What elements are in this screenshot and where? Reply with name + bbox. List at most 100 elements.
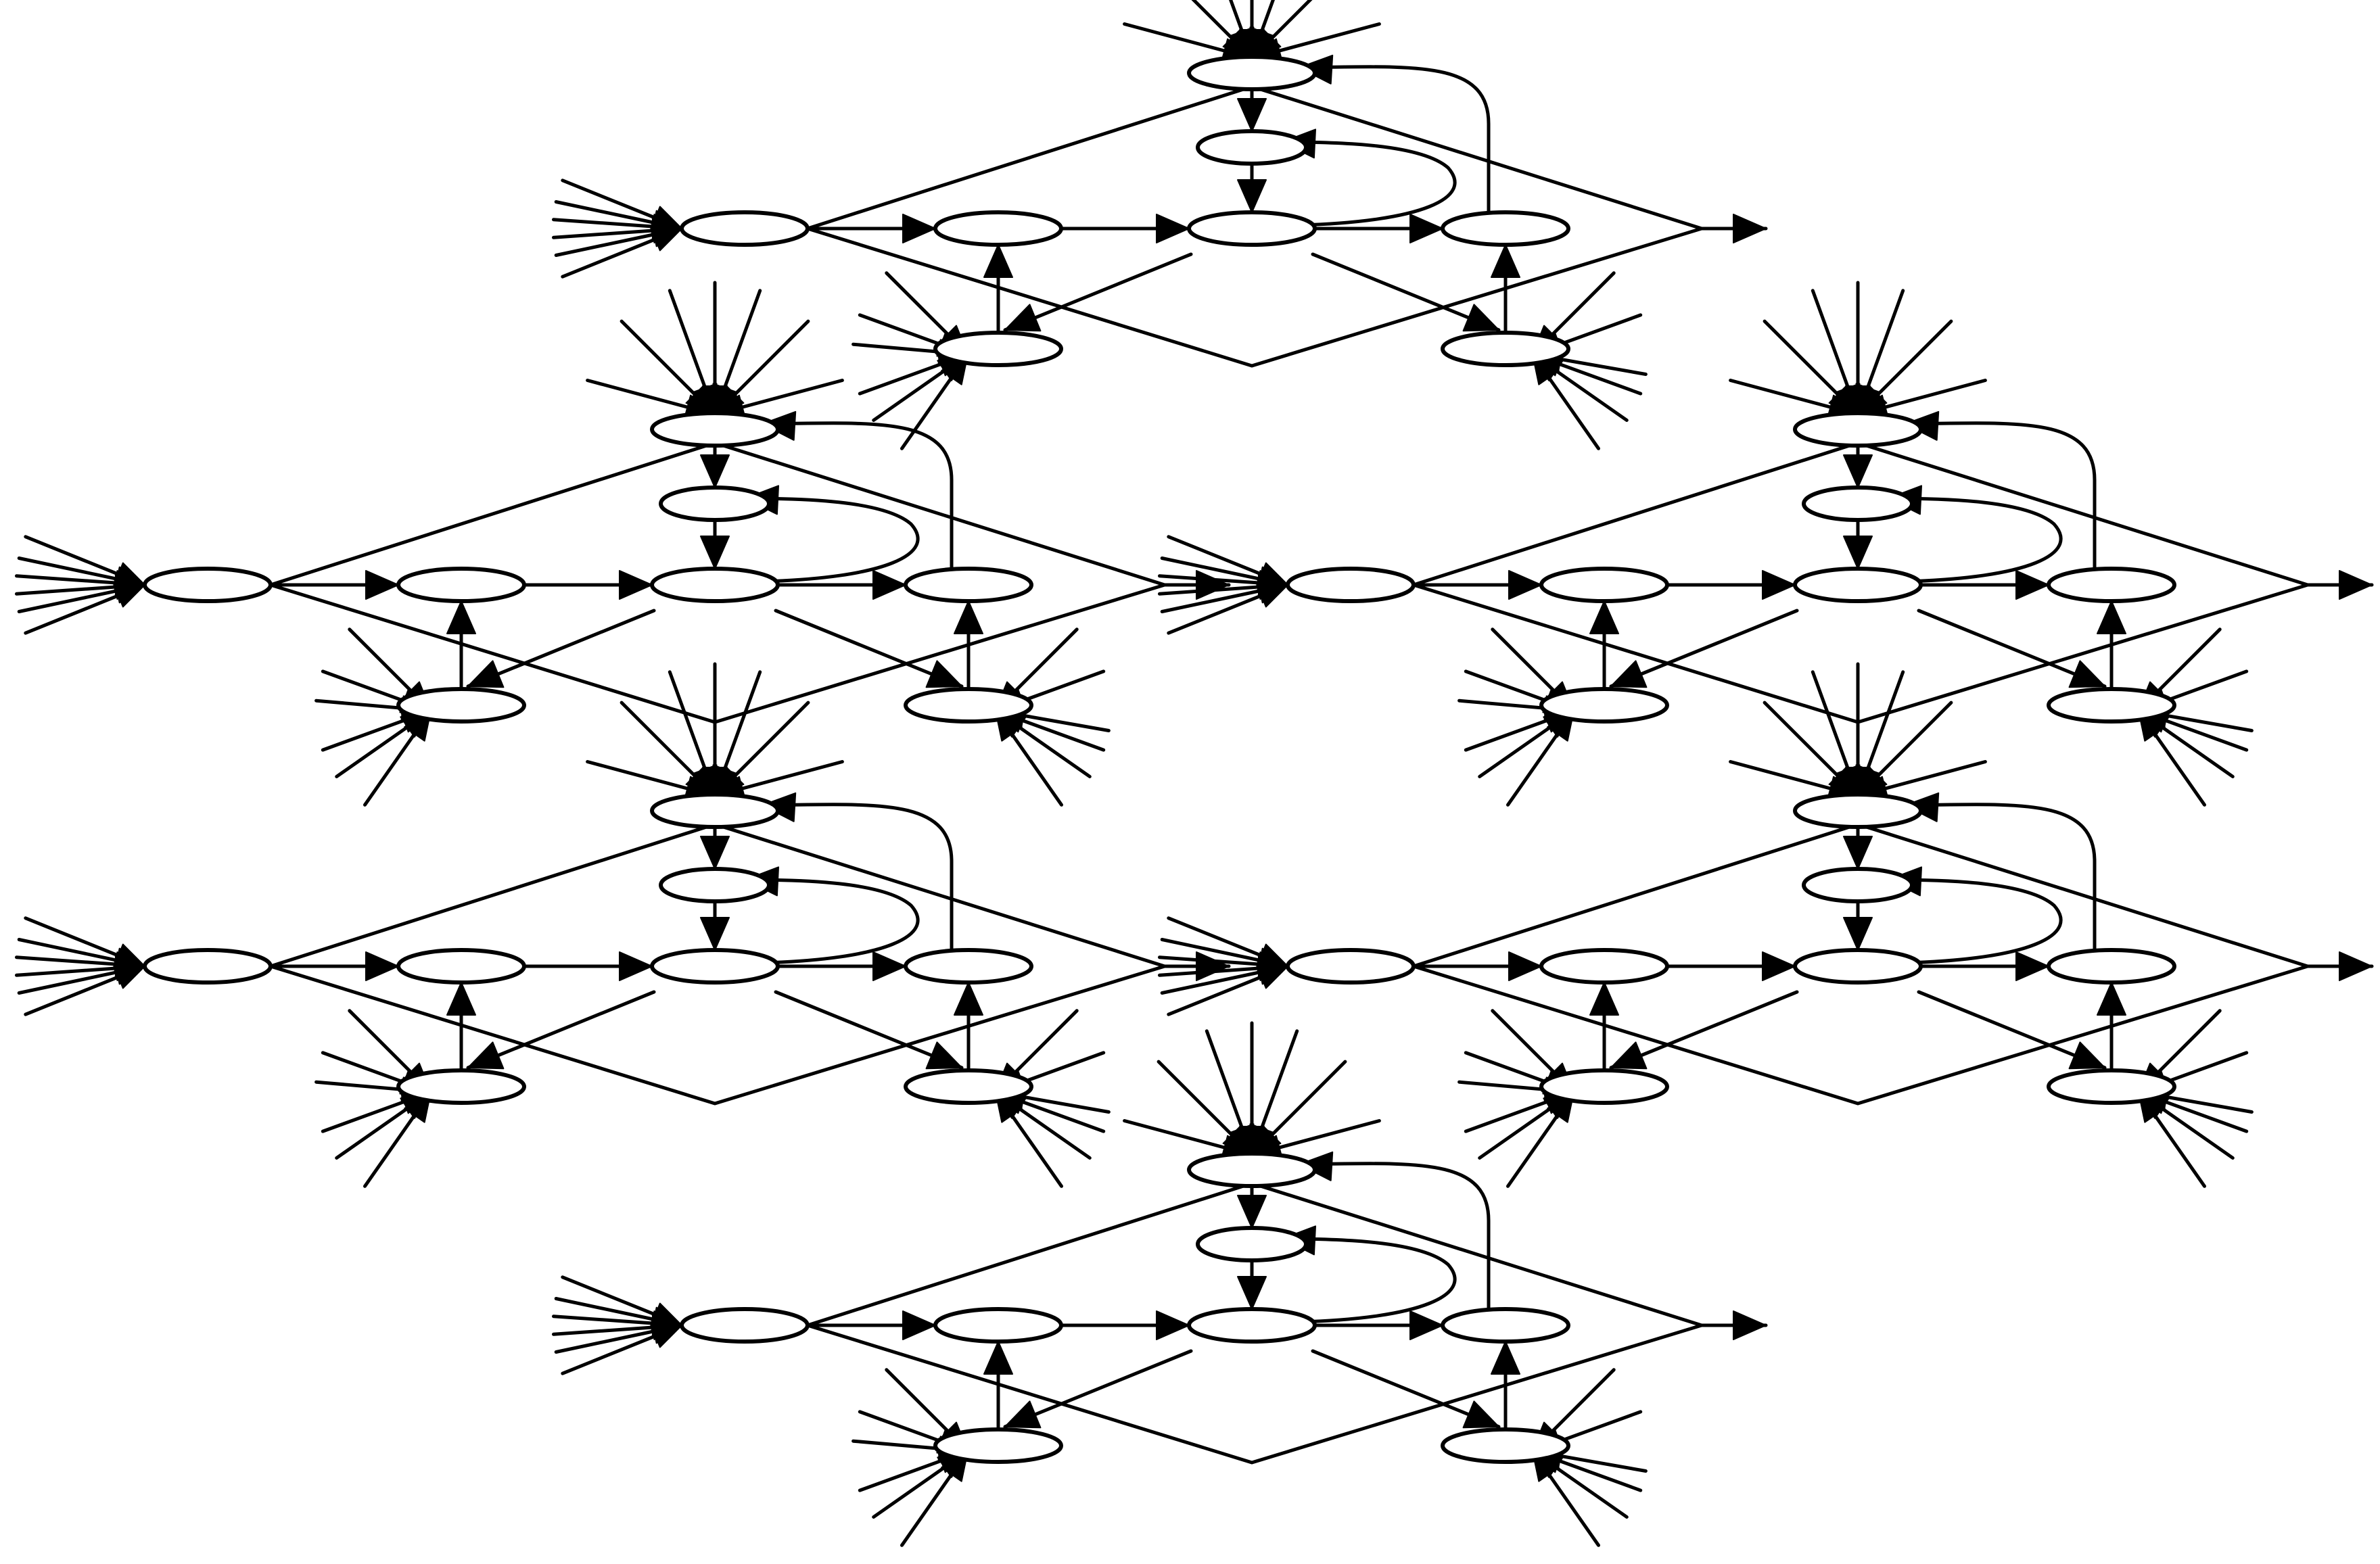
edge-top-mid-arrowhead: [1237, 98, 1267, 132]
edge-mid-c-arrowhead: [700, 917, 730, 951]
node-a: [933, 1307, 1063, 1344]
edge-e-top-curve: [1903, 421, 2097, 571]
edge-c-mid-curve: [743, 878, 920, 965]
edge-e-top-curve: [1297, 65, 1491, 214]
edge-in-a-arrowhead: [1508, 570, 1542, 600]
edge-in-a-arrowhead: [902, 214, 936, 243]
node-in: [1286, 567, 1416, 603]
edge-b-a-arrowhead: [1589, 982, 1619, 1016]
edge-c-d-arrowhead: [1462, 1400, 1499, 1429]
node-mid: [659, 485, 771, 522]
node-e: [904, 567, 1033, 603]
edge-c-d: [774, 609, 964, 688]
node-e: [904, 948, 1033, 985]
edge-c-e-arrowhead: [2015, 951, 2049, 981]
output-arrow-arrowhead: [2339, 570, 2373, 600]
node-top: [1793, 411, 1923, 448]
node-top: [1793, 792, 1923, 829]
node-a: [1539, 948, 1669, 985]
node-d: [2047, 687, 2176, 724]
edge-a-c-arrowhead: [619, 570, 653, 600]
output-arrow-arrowhead: [1733, 214, 1767, 243]
node-d: [2047, 1068, 2176, 1105]
edge-c-e-arrowhead: [2015, 570, 2049, 600]
node-a: [396, 567, 526, 603]
node-c: [1793, 948, 1923, 985]
edge-mid-c-arrowhead: [700, 536, 730, 569]
edge-e-top-curve: [760, 803, 954, 952]
node-mid: [1196, 1226, 1308, 1262]
edge-c-d: [774, 990, 964, 1070]
node-e: [2047, 948, 2176, 985]
node-b: [396, 687, 526, 724]
edge-d-e-arrowhead: [954, 600, 983, 634]
node-d: [1441, 1427, 1570, 1464]
node-top: [650, 411, 780, 448]
edge-c-b-arrowhead: [467, 1041, 505, 1070]
node-top: [650, 792, 780, 829]
edge-c-d-arrowhead: [925, 660, 962, 688]
edge-c-b-arrowhead: [467, 660, 505, 688]
edge-top-mid-arrowhead: [1237, 1195, 1267, 1229]
edge-c-d-arrowhead: [925, 1041, 962, 1070]
node-top: [1187, 55, 1317, 91]
node-mid: [659, 867, 771, 903]
edge-mid-c-arrowhead: [1237, 179, 1267, 213]
edge-mid-c-arrowhead: [1237, 1276, 1267, 1310]
node-e: [1441, 210, 1570, 247]
edge-c-e-arrowhead: [1409, 214, 1443, 243]
node-a: [1539, 567, 1669, 603]
cell-lower-right: [1158, 662, 2374, 1188]
node-c: [1793, 567, 1923, 603]
fan-in-input-arrowhead-5: [113, 943, 145, 968]
node-e: [2047, 567, 2176, 603]
node-top: [1187, 1152, 1317, 1188]
output-arrow-arrowhead: [1733, 1310, 1767, 1340]
fan-in-input-arrowhead-5: [650, 206, 682, 230]
edge-c-e-arrowhead: [872, 951, 906, 981]
edge-c-d: [1311, 252, 1501, 332]
node-b: [933, 1427, 1063, 1464]
edge-c-mid-curve: [1886, 496, 2063, 584]
edge-c-b: [466, 609, 656, 688]
edge-c-b: [1003, 252, 1193, 332]
edge-a-c-arrowhead: [1762, 570, 1796, 600]
edge-e-top-curve: [760, 421, 954, 571]
node-c: [650, 567, 780, 603]
edge-d-e-arrowhead: [954, 982, 983, 1016]
edge-a-c-arrowhead: [1762, 951, 1796, 981]
edge-b-a-arrowhead: [446, 600, 476, 634]
edge-d-e-arrowhead: [2097, 982, 2126, 1016]
edge-b-a-arrowhead: [1589, 600, 1619, 634]
output-arrow-arrowhead: [2339, 951, 2373, 981]
edge-b-a-arrowhead: [983, 1341, 1013, 1375]
edge-mid-c-arrowhead: [1843, 917, 1873, 951]
edge-e-top-curve: [1903, 803, 2097, 952]
output-arrow-arrowhead: [1196, 951, 1230, 981]
edge-in-a-arrowhead: [365, 951, 399, 981]
edge-d-e-arrowhead: [1491, 1341, 1520, 1375]
node-c: [650, 948, 780, 985]
node-d: [904, 1068, 1033, 1105]
cell-top: [552, 0, 1768, 450]
node-in: [680, 210, 810, 247]
fan-in-input-arrowhead-5: [1256, 943, 1288, 968]
cell-lower-left: [15, 662, 1231, 1188]
edge-c-mid-curve: [1886, 878, 2063, 965]
fan-in-input-arrowhead-5: [1256, 562, 1288, 586]
edge-c-b: [1609, 990, 1799, 1070]
edge-c-b-arrowhead: [1004, 1400, 1042, 1429]
node-d: [904, 687, 1033, 724]
node-in: [1286, 948, 1416, 985]
node-in: [143, 948, 273, 985]
node-b: [396, 1068, 526, 1105]
edge-c-mid-curve: [1280, 140, 1457, 227]
cell-upper-right: [1158, 281, 2374, 807]
edge-c-b: [466, 990, 656, 1070]
edge-c-e-arrowhead: [872, 570, 906, 600]
node-c: [1187, 210, 1317, 247]
node-d: [1441, 331, 1570, 367]
edge-a-c-arrowhead: [619, 951, 653, 981]
output-arrow-arrowhead: [1196, 570, 1230, 600]
edge-top-mid-arrowhead: [1843, 836, 1873, 870]
